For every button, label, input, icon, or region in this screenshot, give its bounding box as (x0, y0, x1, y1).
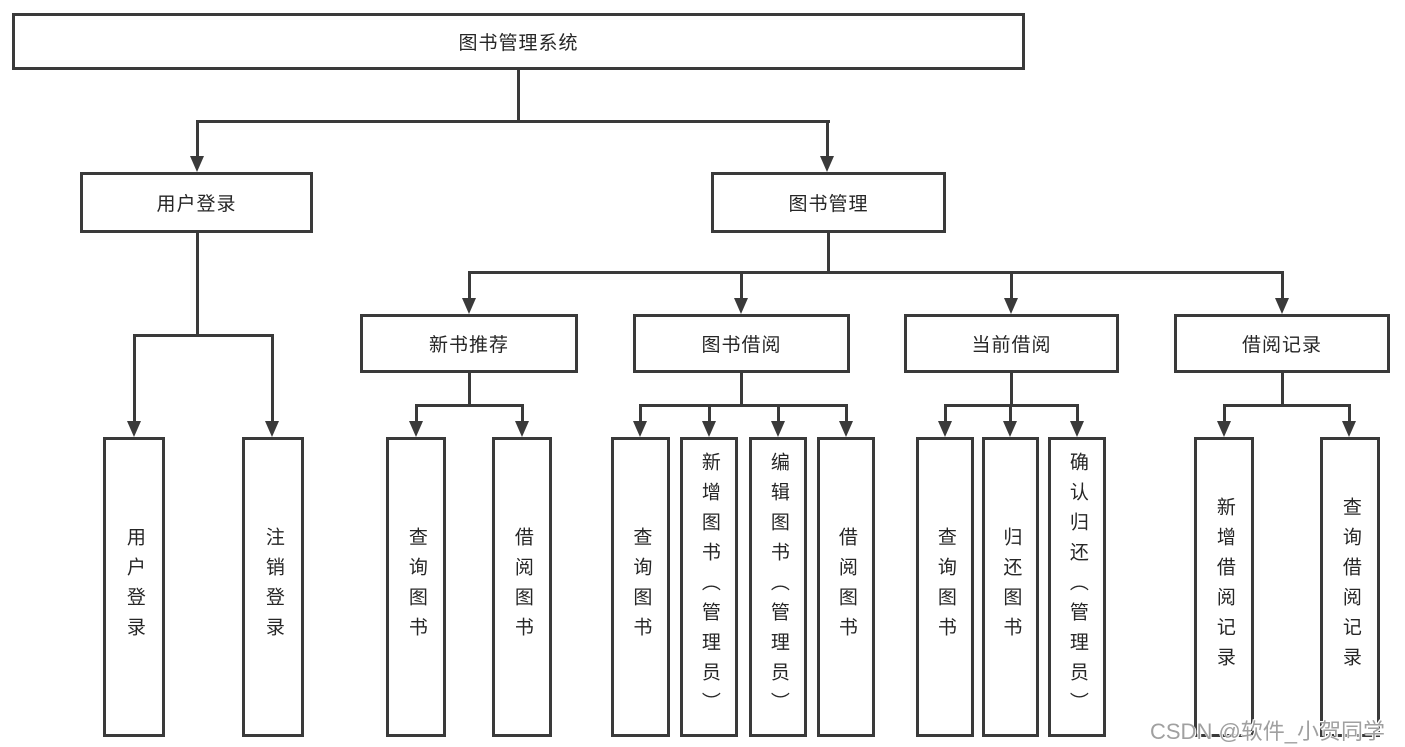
leaf-add-books-admin: 新增图书（管理员） (680, 437, 738, 737)
arrow-down-icon (1275, 298, 1289, 314)
leaf-label: 借阅图书 (511, 527, 533, 647)
leaf-add-borrow-record: 新增借阅记录 (1194, 437, 1254, 737)
leaf-label: 新增借阅记录 (1213, 497, 1235, 677)
connector-stem (1010, 271, 1013, 301)
node-label: 用户登录 (156, 194, 237, 215)
arrow-down-icon (938, 421, 952, 437)
connector-branch (415, 404, 523, 407)
arrow-down-icon (190, 156, 204, 172)
connector-stem (845, 404, 848, 424)
leaf-label: 查询图书 (934, 527, 956, 647)
arrow-down-icon (127, 421, 141, 437)
arrow-down-icon (265, 421, 279, 437)
leaf-query-books-current: 查询图书 (916, 437, 974, 737)
connector-stem (468, 373, 471, 407)
leaf-logout: 注销登录 (242, 437, 304, 737)
leaf-confirm-return-admin: 确认归还（管理员） (1048, 437, 1106, 737)
arrow-down-icon (771, 421, 785, 437)
connector-stem (521, 404, 524, 424)
arrow-down-icon (839, 421, 853, 437)
connector-stem (196, 120, 199, 158)
connector-stem (1076, 404, 1079, 424)
connector-stem (468, 271, 471, 301)
arrow-down-icon (734, 298, 748, 314)
connector-root-stem (517, 70, 520, 123)
node-book-management: 图书管理 (711, 172, 946, 233)
connector-stem (415, 404, 418, 424)
node-label: 图书借阅 (701, 335, 782, 356)
connector-stem (944, 404, 947, 424)
connector-branch (1223, 404, 1351, 407)
leaf-return-books: 归还图书 (982, 437, 1039, 737)
connector-stem (777, 404, 780, 424)
leaf-label: 注销登录 (262, 527, 284, 647)
node-label: 当前借阅 (971, 335, 1052, 356)
leaf-label: 编辑图书（管理员） (767, 452, 789, 722)
leaf-label: 查询借阅记录 (1339, 497, 1361, 677)
leaf-query-books-borrowing: 查询图书 (611, 437, 670, 737)
connector-stem (271, 334, 274, 424)
node-current-borrowing: 当前借阅 (904, 314, 1119, 373)
arrow-down-icon (820, 156, 834, 172)
connector-branch (639, 404, 847, 407)
arrow-down-icon (633, 421, 647, 437)
node-label: 新书推荐 (428, 335, 509, 356)
connector-stem (1281, 271, 1284, 301)
connector-stem (196, 233, 199, 336)
leaf-label: 新增图书（管理员） (698, 452, 720, 722)
connector-stem (1010, 373, 1013, 407)
leaf-user-login: 用户登录 (103, 437, 165, 737)
connector-stem (1223, 404, 1226, 424)
arrow-down-icon (1003, 421, 1017, 437)
connector-stem (1009, 404, 1012, 424)
arrow-down-icon (1070, 421, 1084, 437)
connector-stem (708, 404, 711, 424)
node-label: 图书管理系统 (458, 33, 579, 54)
arrow-down-icon (702, 421, 716, 437)
leaf-borrow-books-recommend: 借阅图书 (492, 437, 552, 737)
connector-root-branch (196, 120, 830, 123)
connector-stem (826, 120, 829, 158)
leaf-label: 借阅图书 (835, 527, 857, 647)
arrow-down-icon (1004, 298, 1018, 314)
arrow-down-icon (1342, 421, 1356, 437)
arrow-down-icon (515, 421, 529, 437)
csdn-watermark: CSDN @软件_小贺同学 (1150, 719, 1386, 744)
leaf-query-books-recommend: 查询图书 (386, 437, 446, 737)
connector-branch (468, 271, 1283, 274)
arrow-down-icon (409, 421, 423, 437)
connector-branch (133, 334, 274, 337)
arrow-down-icon (1217, 421, 1231, 437)
leaf-borrow-books-borrowing: 借阅图书 (817, 437, 875, 737)
leaf-label: 确认归还（管理员） (1066, 452, 1088, 722)
connector-stem (1281, 373, 1284, 407)
leaf-label: 用户登录 (123, 527, 145, 647)
connector-stem (740, 271, 743, 301)
node-new-book-recommend: 新书推荐 (360, 314, 578, 373)
node-label: 图书管理 (788, 194, 869, 215)
node-book-borrowing: 图书借阅 (633, 314, 850, 373)
connector-stem (1348, 404, 1351, 424)
leaf-label: 查询图书 (630, 527, 652, 647)
connector-stem (639, 404, 642, 424)
leaf-edit-books-admin: 编辑图书（管理员） (749, 437, 807, 737)
leaf-query-borrow-record: 查询借阅记录 (1320, 437, 1380, 737)
node-borrowing-records: 借阅记录 (1174, 314, 1390, 373)
connector-stem (740, 373, 743, 407)
leaf-label: 查询图书 (405, 527, 427, 647)
connector-stem (133, 334, 136, 424)
connector-stem (827, 233, 830, 273)
arrow-down-icon (462, 298, 476, 314)
node-library-management-system: 图书管理系统 (12, 13, 1025, 70)
leaf-label: 归还图书 (1000, 527, 1022, 647)
node-user-login: 用户登录 (80, 172, 313, 233)
node-label: 借阅记录 (1241, 335, 1322, 356)
